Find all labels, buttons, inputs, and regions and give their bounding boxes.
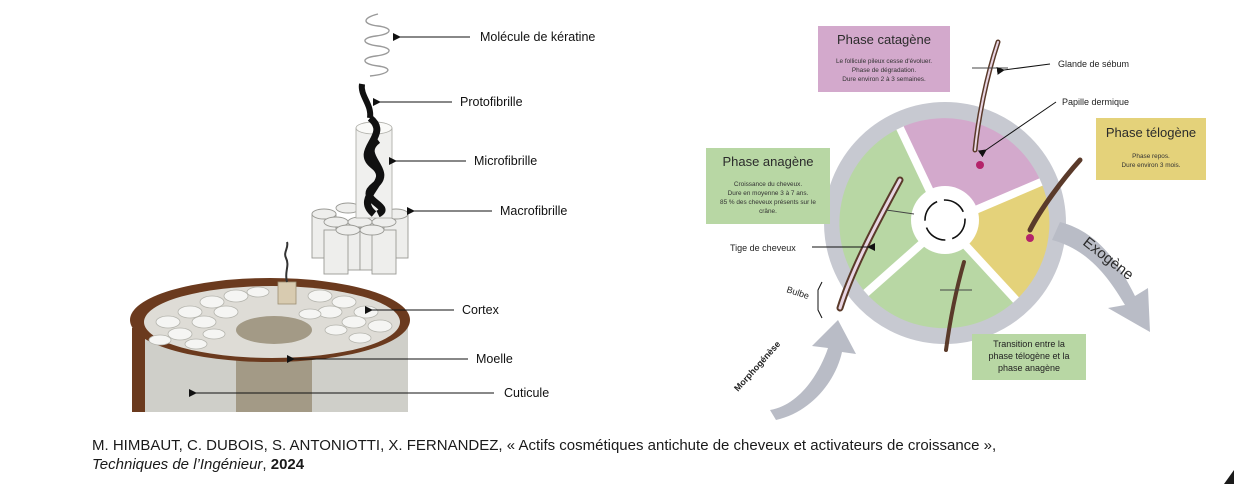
- cycle-leader-lines: [812, 63, 1057, 251]
- exogen-arrow: [1052, 222, 1150, 332]
- catagen-line-1: Le follicule pileux cesse d'évoluer.: [836, 58, 932, 65]
- hair-follicles: [836, 39, 1083, 352]
- telogen-title: Phase télogène: [1106, 125, 1196, 140]
- caption-journal: Techniques de l’Ingénieur: [92, 456, 263, 473]
- center-circle: [911, 186, 979, 254]
- label-macrofibril: Macrofibrille: [500, 204, 567, 218]
- anagen-line-2: Dure en moyenne 3 à 7 ans.: [728, 190, 809, 197]
- telogen-line-2: Dure environ 3 mois.: [1122, 162, 1181, 169]
- transition-line-1: Transition entre la: [993, 339, 1065, 349]
- cortex-cells: [148, 286, 393, 350]
- transition-line-3: phase anagène: [998, 363, 1060, 373]
- telogen-line-1: Phase repos.: [1132, 153, 1170, 160]
- medulla-top: [236, 316, 312, 344]
- anagen-line-3: 85 % des cheveux présents sur le: [720, 199, 816, 206]
- hair-structure-diagram: Molécule de kératine Protofibrille Micro…: [130, 13, 595, 412]
- sector-transition: [866, 223, 1016, 329]
- anagen-title: Phase anagène: [722, 154, 813, 169]
- cycle-ring: [824, 102, 1066, 344]
- label-sebum-gland: Glande de sébum: [1058, 59, 1129, 69]
- transition-line-2: phase télogène et la: [988, 351, 1069, 361]
- keratin-helix: [364, 13, 390, 77]
- corner-mark: [1224, 470, 1234, 484]
- anagen-line-1: Croissance du cheveux.: [734, 181, 802, 188]
- transition-box: Transition entre la phase télogène et la…: [972, 334, 1086, 380]
- anagen-box: Phase anagène Croissance du cheveux. Dur…: [706, 148, 830, 224]
- figure-caption: M. HIMBAUT, C. DUBOIS, S. ANTONIOTTI, X.…: [92, 436, 1222, 474]
- catagen-title: Phase catagène: [837, 32, 931, 47]
- label-microfibril: Microfibrille: [474, 154, 537, 168]
- figure-canvas: Molécule de kératine Protofibrille Micro…: [130, 13, 1206, 420]
- macrofibril-bundle: [311, 202, 409, 275]
- anagen-line-4: crâne.: [759, 208, 777, 215]
- label-medulla: Moelle: [476, 352, 513, 366]
- center-cycle-arrows: [924, 199, 966, 241]
- label-morphogenesis: Morphogénèse: [732, 339, 782, 393]
- caption-year: 2024: [270, 456, 305, 473]
- protofibril-strand: [358, 83, 374, 119]
- label-dermal-papilla: Papille dermique: [1062, 97, 1129, 107]
- twisted-protofibril-b: [365, 137, 386, 218]
- morphogenesis-arrow: [770, 320, 856, 420]
- hair-cycle-diagram: Phase catagène Le follicule pileux cesse…: [706, 26, 1206, 420]
- leader-lines: [189, 33, 494, 397]
- caption-authors: M. HIMBAUT, C. DUBOIS, S. ANTONIOTTI, X.…: [92, 437, 997, 454]
- sector-telogen: [945, 182, 1050, 300]
- telogen-box: Phase télogène Phase repos. Dure environ…: [1096, 118, 1206, 180]
- surface-fiber: [284, 241, 289, 283]
- label-bulb: Bulbe: [785, 284, 810, 301]
- label-hair-shaft: Tige de cheveux: [730, 243, 796, 253]
- label-keratin: Molécule de kératine: [480, 30, 595, 44]
- catagen-line-2: Phase de dégradation.: [852, 67, 917, 74]
- bulb-bracket: [817, 281, 823, 319]
- label-cortex: Cortex: [462, 303, 500, 317]
- label-protofibril: Protofibrille: [460, 95, 523, 109]
- caption-separator: ,: [262, 456, 271, 473]
- catagen-line-3: Dure environ 2 à 3 semaines.: [842, 76, 926, 83]
- catagen-box: Phase catagène Le follicule pileux cesse…: [818, 26, 950, 92]
- label-cuticle: Cuticule: [504, 386, 549, 400]
- surface-macrofibril: [277, 281, 297, 305]
